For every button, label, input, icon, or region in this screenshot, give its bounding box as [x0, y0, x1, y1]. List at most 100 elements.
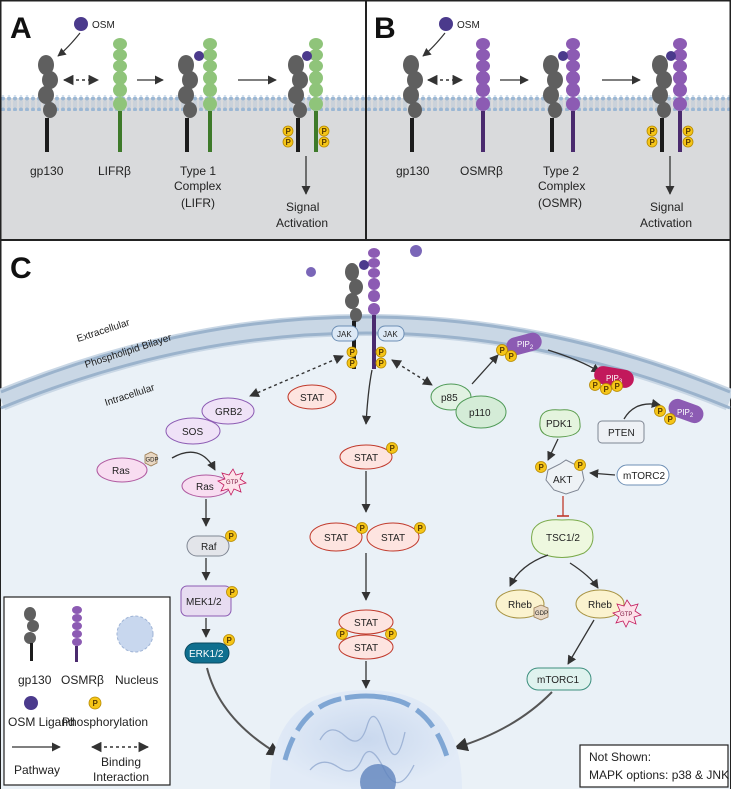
panel-b: B OSM	[366, 0, 731, 240]
phospho-icon: P	[600, 383, 612, 395]
complex-line1: Type 1	[180, 164, 216, 178]
phospho-icon: P	[682, 136, 694, 148]
phospho-icon: P	[385, 628, 397, 640]
jak-right-node: JAK	[377, 325, 405, 342]
phospho-icon: P	[654, 405, 666, 417]
legend-binding-line2: Interaction	[93, 770, 149, 784]
erk-node: ERK1/2	[184, 642, 230, 664]
phospho-icon: P	[496, 344, 508, 356]
phospho-icon: P	[505, 350, 517, 362]
osmr-label: OSMRβ	[460, 164, 503, 178]
svg-text:GRB2: GRB2	[215, 407, 243, 418]
phospho-icon: P	[356, 522, 368, 534]
complex-line1: Type 2	[543, 164, 579, 178]
svg-text:P: P	[286, 127, 292, 136]
svg-text:P: P	[686, 127, 692, 136]
phospho-icon: P	[318, 125, 330, 137]
svg-text:P: P	[230, 588, 236, 597]
extracellular-label: Extracellular	[76, 317, 132, 345]
ras-gdp-node: Ras GDP	[96, 451, 159, 483]
legend-ligand: OSM Ligand	[8, 715, 75, 729]
not-shown-text: MAPK options: p38 & JNK	[589, 768, 729, 782]
panel-letter-b: B	[374, 12, 396, 45]
svg-text:p110: p110	[469, 408, 491, 419]
svg-text:Rheb: Rheb	[508, 600, 532, 611]
cell-interior	[0, 98, 366, 240]
svg-text:P: P	[418, 524, 424, 533]
svg-text:mTORC2: mTORC2	[623, 471, 665, 482]
legend-osmr: OSMRβ	[61, 673, 104, 687]
phospho-icon: P	[336, 628, 348, 640]
osm-ligand-icon	[306, 267, 316, 277]
svg-text:STAT: STAT	[354, 618, 378, 629]
osm-ligand-icon	[439, 17, 453, 31]
legend-gp130: gp130	[18, 673, 52, 687]
svg-text:P: P	[340, 630, 346, 639]
svg-text:TSC1/2: TSC1/2	[546, 533, 580, 544]
stat-node: STAT	[287, 384, 337, 410]
panel-c: C Extracellular Phospholipid Bilayer Int…	[0, 245, 731, 789]
svg-text:PTEN: PTEN	[608, 428, 635, 439]
phospho-icon: P	[574, 459, 586, 471]
svg-text:P: P	[500, 346, 506, 355]
pten-node: PTEN	[597, 420, 645, 444]
ligand-icon	[24, 696, 38, 710]
svg-text:GDP: GDP	[535, 611, 548, 617]
phospho-icon: P	[225, 530, 237, 542]
activated-complex-icon: P P P P	[646, 38, 694, 152]
svg-text:P: P	[593, 381, 599, 390]
type2-complex-icon	[543, 38, 580, 152]
svg-text:STAT: STAT	[300, 393, 324, 404]
svg-text:P: P	[509, 352, 515, 361]
svg-text:STAT: STAT	[324, 533, 348, 544]
ras-gtp-node: Ras GTP	[181, 468, 247, 498]
akt-node: AKT	[545, 459, 585, 495]
type1-complex-icon	[178, 38, 217, 152]
svg-text:PIP2: PIP2	[517, 340, 534, 351]
svg-text:P: P	[286, 138, 292, 147]
phospho-icon: P	[611, 380, 623, 392]
tsc-node: TSC1/2	[531, 519, 594, 558]
mtorc2-node: mTORC2	[616, 464, 670, 486]
phospho-icon: P	[346, 357, 358, 369]
osmr-complex-icon	[345, 248, 380, 369]
legend-nucleus: Nucleus	[115, 673, 158, 687]
legend-binding-line1: Binding	[101, 755, 141, 769]
signal-line1: Signal	[650, 200, 683, 214]
svg-text:P: P	[227, 636, 233, 645]
complex-line3: (LIFR)	[181, 196, 215, 210]
svg-text:STAT: STAT	[354, 453, 378, 464]
svg-text:Raf: Raf	[201, 542, 217, 553]
svg-text:PIP2: PIP2	[677, 408, 694, 419]
svg-text:P: P	[93, 699, 99, 708]
osm-ligand-icon	[74, 17, 88, 31]
activated-complex-icon: P P P P	[282, 38, 330, 152]
gp130-icon	[24, 607, 39, 661]
svg-text:SOS: SOS	[182, 427, 203, 438]
grb2-node: GRB2	[201, 397, 255, 425]
osm-label: OSM	[92, 20, 115, 31]
rheb-gtp-node: Rheb GTP	[575, 589, 642, 628]
gp130-label: gp130	[30, 164, 64, 178]
gtp-icon	[612, 599, 642, 628]
panel-a: A OSM	[0, 0, 366, 240]
legend-phospho: Phosphorylation	[62, 715, 148, 729]
gp130-receptor-icon	[38, 55, 58, 152]
svg-text:Ras: Ras	[112, 466, 130, 477]
complex-line2: Complex	[174, 179, 221, 193]
svg-text:GTP: GTP	[226, 480, 238, 486]
phospho-icon: P	[535, 461, 547, 473]
svg-text:Ras: Ras	[196, 482, 214, 493]
svg-text:P: P	[350, 359, 356, 368]
rheb-gdp-node: Rheb GDP	[495, 589, 549, 621]
phospho-icon: P	[223, 634, 235, 646]
phospho-icon: P	[414, 522, 426, 534]
phospho-icon: P	[664, 413, 676, 425]
svg-text:STAT: STAT	[381, 533, 405, 544]
mtorc1-node: mTORC1	[526, 667, 592, 691]
nucleus-icon	[270, 690, 462, 789]
svg-text:mTORC1: mTORC1	[537, 675, 579, 686]
complex-line2: Complex	[538, 179, 585, 193]
